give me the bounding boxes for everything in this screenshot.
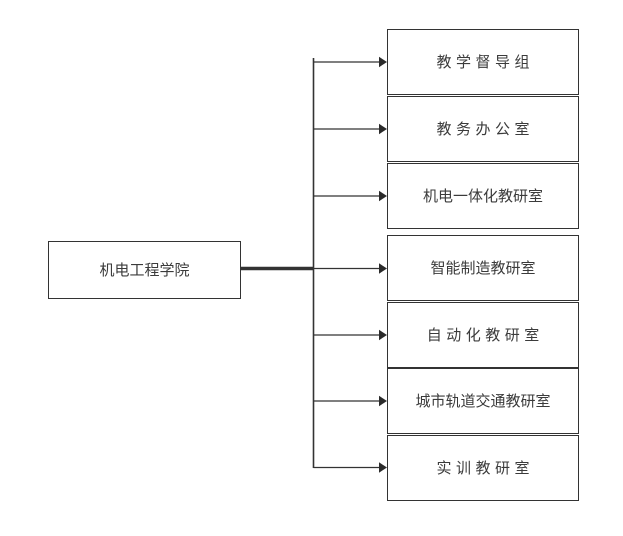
node-child-4[interactable]: 智能制造教研室 [387,235,579,301]
node-child-2-label: 教务办公室 [436,120,534,138]
node-child-7-label: 实训教研室 [436,459,534,477]
node-root-label: 机电工程学院 [99,261,190,279]
node-child-6[interactable]: 城市轨道交通教研室 [387,368,579,434]
branch-arrowhead-2 [379,123,387,135]
node-child-4-label: 智能制造教研室 [430,259,536,277]
node-child-5-label: 自动化教研室 [426,326,544,344]
node-child-1-label: 教学督导组 [436,53,534,71]
node-child-6-label: 城市轨道交通教研室 [415,392,551,410]
node-root[interactable]: 机电工程学院 [48,241,241,299]
node-child-5[interactable]: 自动化教研室 [387,302,579,368]
node-child-3[interactable]: 机电一体化教研室 [387,163,579,229]
node-child-2[interactable]: 教务办公室 [387,96,579,162]
branch-arrowhead-4 [379,263,387,274]
branch-arrowhead-5 [379,329,387,341]
node-child-3-label: 机电一体化教研室 [422,187,543,205]
branch-arrowhead-6 [379,395,387,407]
node-child-1[interactable]: 教学督导组 [387,29,579,95]
branch-arrowhead-3 [379,190,387,202]
node-child-7[interactable]: 实训教研室 [387,435,579,501]
branch-arrowhead-7 [379,462,387,473]
branch-arrowhead-1 [379,56,387,68]
